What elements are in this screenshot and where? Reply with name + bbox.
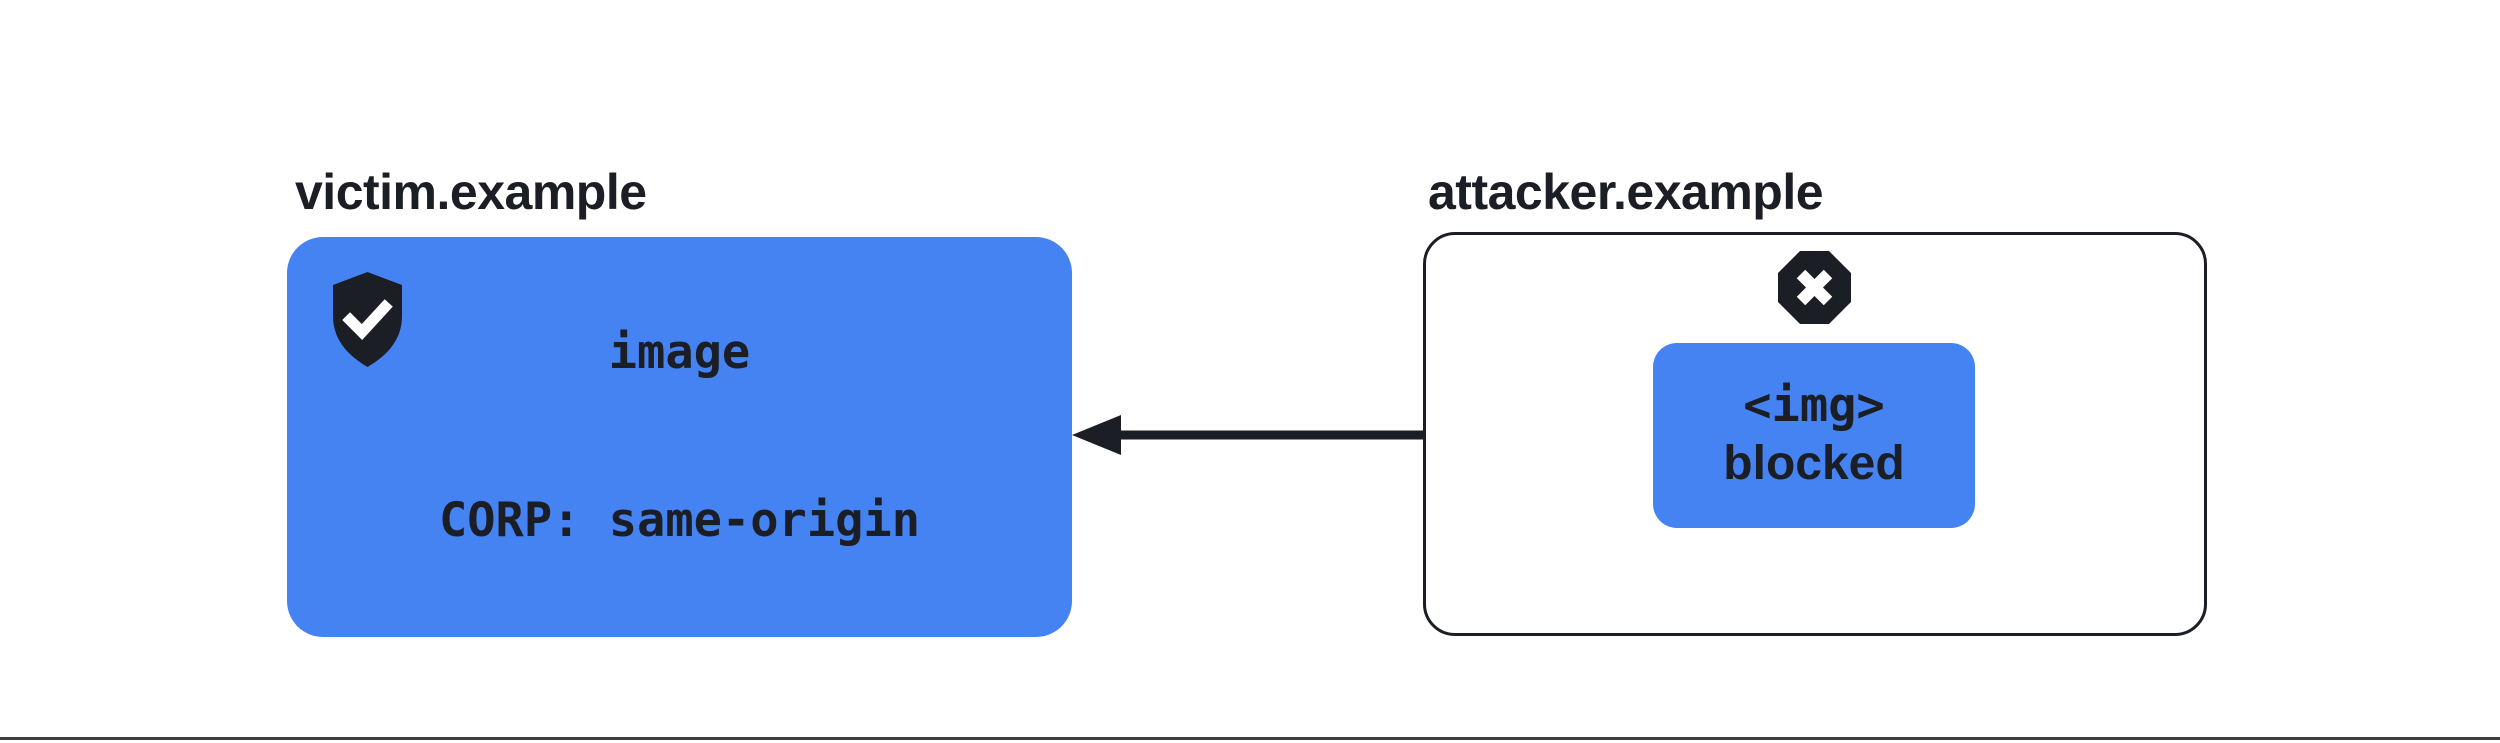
blocked-x-icon bbox=[1776, 249, 1853, 326]
shield-check-icon bbox=[328, 270, 407, 369]
victim-card-text: image CORP: same-origin bbox=[439, 213, 920, 661]
blocked-img-card: <img> blocked bbox=[1653, 343, 1975, 528]
corp-header-label: CORP: same-origin bbox=[438, 493, 921, 548]
blocked-label: blocked bbox=[1723, 436, 1905, 490]
bottom-divider bbox=[0, 737, 2500, 740]
resource-type-label: image bbox=[608, 325, 751, 380]
victim-resource-card: image CORP: same-origin bbox=[287, 237, 1072, 637]
victim-origin-label: victim.example bbox=[295, 164, 647, 220]
img-tag-label: <img> bbox=[1743, 377, 1885, 433]
attacker-origin-label: attacker.example bbox=[1428, 164, 1824, 220]
